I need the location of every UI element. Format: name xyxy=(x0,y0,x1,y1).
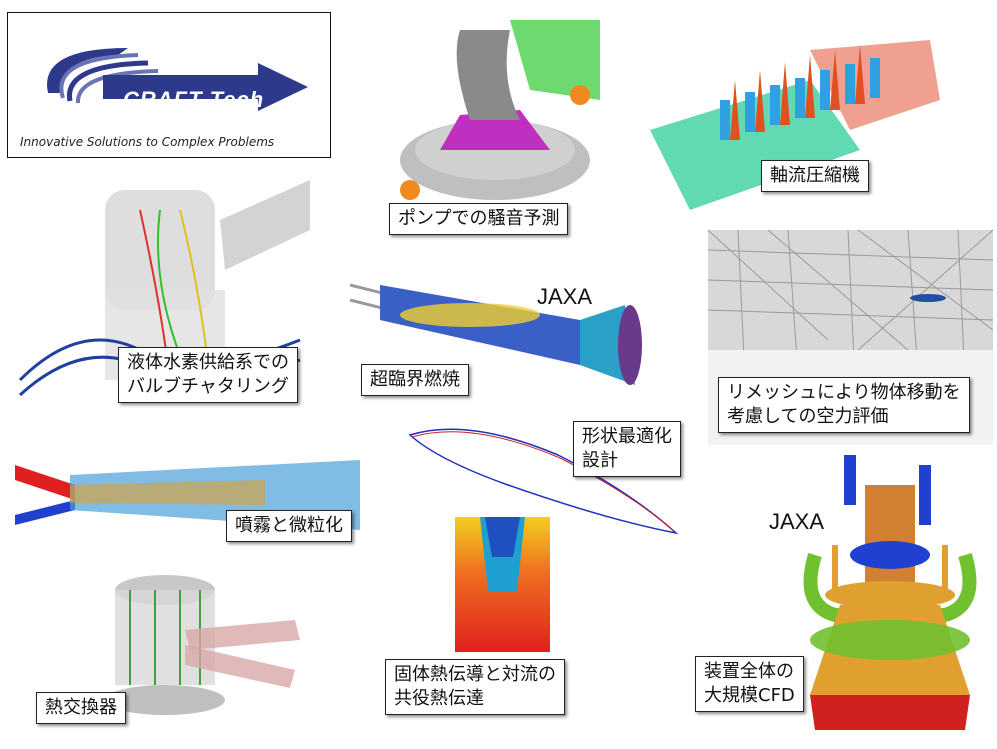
logo-swoosh-icon xyxy=(47,48,308,111)
label-spray: 噴霧と微粒化 xyxy=(226,510,352,542)
label-shape-optimization: 形状最適化 設計 xyxy=(573,421,681,477)
jaxa-mark-engine: JAXA xyxy=(769,509,825,534)
engine-simulation-image xyxy=(803,455,977,730)
label-pump-noise: ポンプでの騒音予測 xyxy=(389,203,569,235)
label-heat-exchanger: 熱交換器 xyxy=(36,692,126,724)
label-valve-chattering: 液体水素供給系での バルブチャタリング xyxy=(118,347,298,403)
airfoil-shape-image xyxy=(408,428,679,535)
conduction-simulation-image xyxy=(455,517,550,652)
jaxa-mark-combustion: JAXA xyxy=(537,284,593,309)
company-logo: CRAFT Tech Innovative Solutions to Compl… xyxy=(7,12,331,158)
label-supercritical-combustion: 超臨界燃焼 xyxy=(361,364,469,396)
tagline: Innovative Solutions to Complex Problems xyxy=(20,135,275,149)
combustor-simulation-image xyxy=(349,283,642,385)
brand-name: CRAFT Tech xyxy=(123,87,265,112)
compressor-simulation-image xyxy=(650,40,940,210)
heat-exchanger-image xyxy=(105,575,300,715)
label-axial-compressor: 軸流圧縮機 xyxy=(761,160,869,192)
pump-simulation-image xyxy=(400,20,600,200)
label-remesh: リメッシュにより物体移動を 考慮しての空力評価 xyxy=(718,377,970,433)
label-conduction-convection: 固体熱伝導と対流の 共役熱伝達 xyxy=(385,659,565,715)
label-full-cfd: 装置全体の 大規模CFD xyxy=(695,656,804,712)
